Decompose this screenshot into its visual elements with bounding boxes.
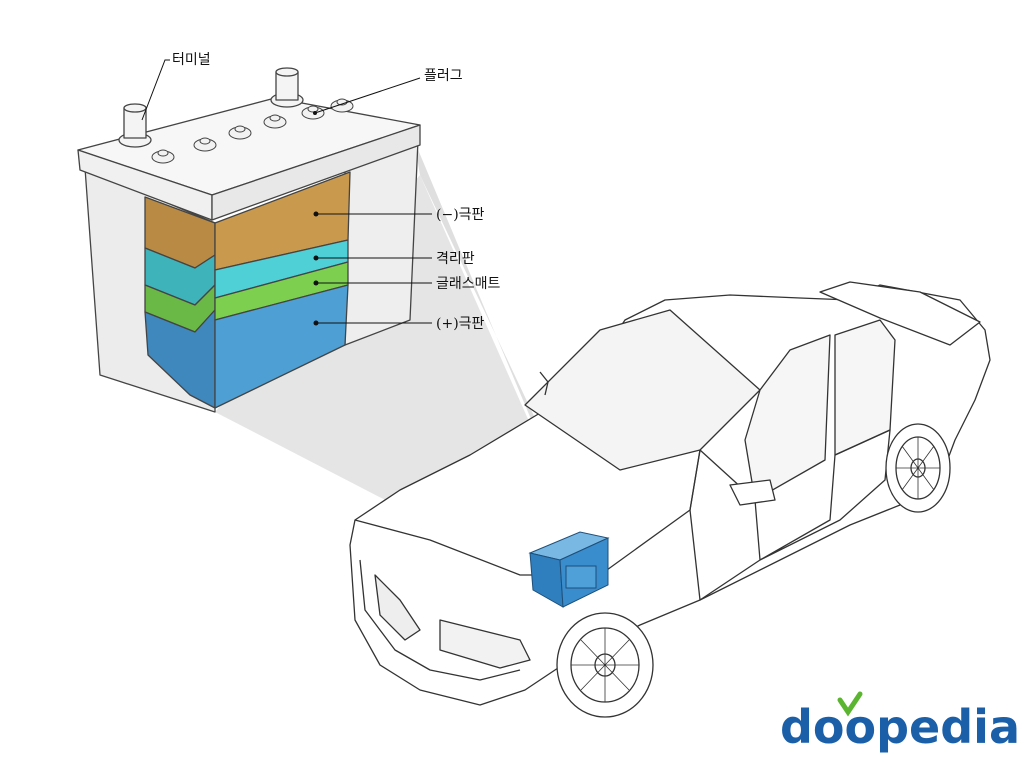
label-positive-plate: (+)극판 [436, 316, 485, 332]
car-headlight [439, 619, 531, 669]
battery-cutaway [77, 67, 421, 413]
label-separator: 격리판 [436, 251, 475, 267]
label-plug: 플러그 [424, 68, 463, 84]
front-wheel [556, 612, 654, 718]
car-front-bumper [359, 559, 521, 681]
leader-lines [141, 59, 432, 324]
car-spoiler [819, 281, 981, 346]
car-rear-window [834, 319, 896, 456]
car-illustration [349, 281, 991, 718]
label-terminal: 터미널 [172, 52, 211, 68]
car-front-window [744, 334, 831, 501]
label-glass-mat: 글래스매트 [436, 276, 501, 292]
rear-wheel [885, 423, 951, 513]
car-mirror [729, 479, 776, 506]
terminal-posts [118, 67, 304, 148]
battery-side-face [344, 139, 419, 346]
leader-dots [313, 111, 319, 326]
doopedia-logo-text: doopedia [780, 700, 1020, 754]
battery-in-car [528, 531, 610, 608]
car-antenna [539, 371, 549, 396]
car-grille [374, 574, 421, 641]
car-door-rear [759, 429, 891, 561]
doopedia-logo: doopedia [780, 691, 1020, 754]
logo-check-mark [837, 691, 863, 717]
vent-plugs [151, 98, 354, 164]
battery-lid-side [211, 124, 421, 221]
positive-plate-side [214, 284, 349, 409]
label-negative-plate: (−)극판 [436, 207, 485, 223]
